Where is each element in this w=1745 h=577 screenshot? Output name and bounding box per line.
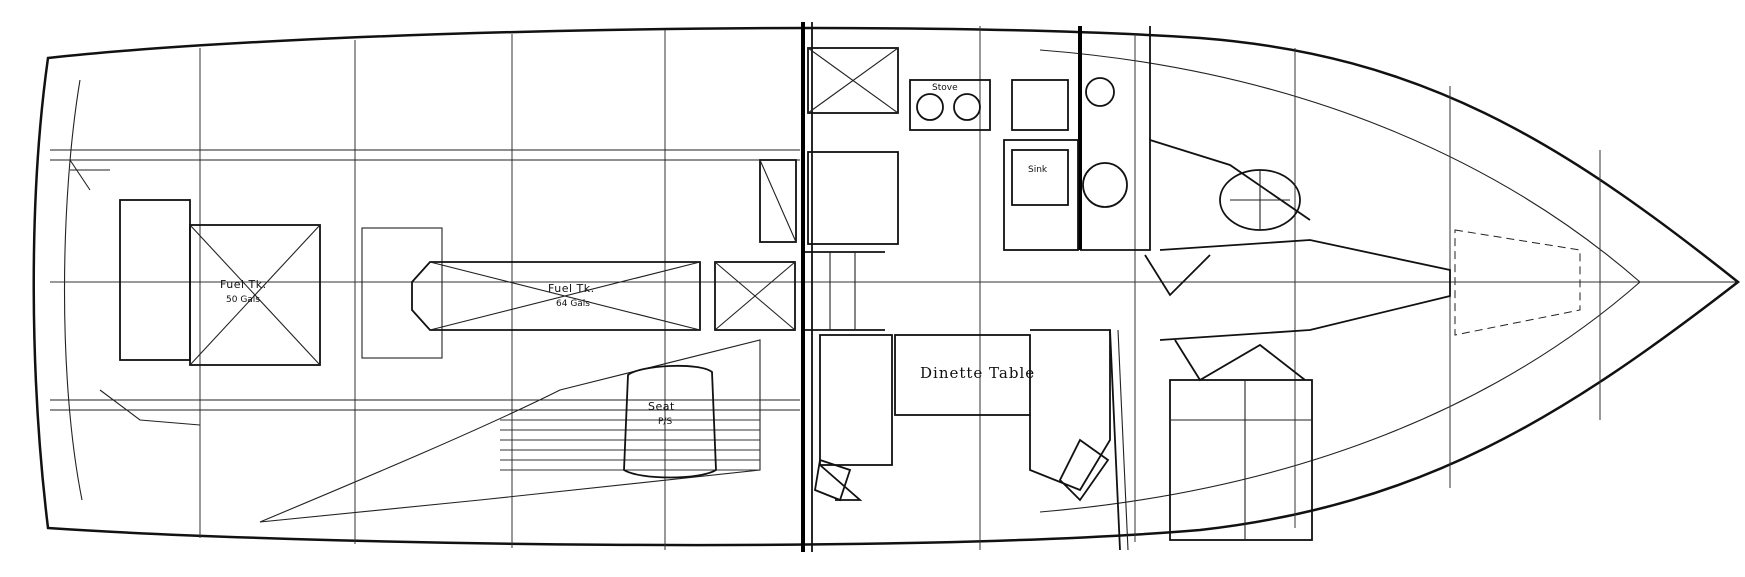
main-bulkhead <box>801 22 885 552</box>
fuel-tank-port-label: Fuel Tk. <box>220 278 267 291</box>
fuel-tank-port-capacity: 50 Gals <box>226 295 260 305</box>
seat-sub-label: P/S <box>658 417 672 427</box>
fuel-tank-center-label: Fuel Tk. <box>548 282 595 295</box>
head-sink-icon <box>1082 162 1128 208</box>
station-grid <box>50 26 1738 550</box>
sink-label: Sink <box>1028 165 1048 175</box>
helm-seat-area: Seat P/S <box>259 339 761 523</box>
burner-icon <box>916 93 944 121</box>
head-compartment: Sink <box>1003 26 1311 251</box>
stove-label: Stove <box>932 83 958 93</box>
dinette-table-label: Dinette Table <box>920 364 1035 382</box>
dinette: Dinette Table <box>813 329 1129 551</box>
fuel-tank-center-capacity: 64 Gals <box>556 299 590 309</box>
aft-tank-area: Fuel Tk. 50 Gals <box>69 159 321 426</box>
hull-outline <box>32 26 1741 547</box>
center-fuel-tank: Fuel Tk. 64 Gals <box>361 227 796 359</box>
burner-icon <box>953 93 981 121</box>
forward-cabin <box>1144 169 1581 541</box>
galley: Stove <box>759 47 1069 245</box>
seat-label: Seat <box>648 400 675 413</box>
toilet-icon <box>1085 77 1115 107</box>
